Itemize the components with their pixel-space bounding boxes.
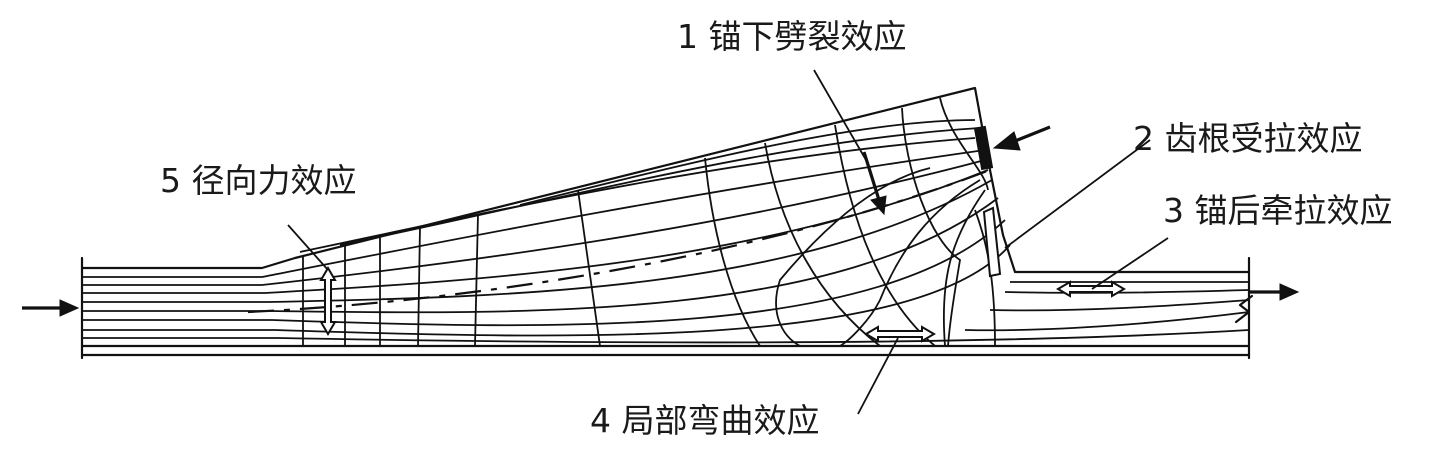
center-axis [247, 168, 991, 314]
longitudinal-trajectories [82, 119, 1250, 344]
rear-traction-arrow [1056, 237, 1169, 298]
transverse-trajectories [302, 97, 996, 347]
label-local-bending: 4 局部弯曲效应 [590, 401, 820, 440]
right-force-arrow [1249, 283, 1300, 301]
splitting-stress-arrow [813, 69, 887, 216]
label-anchor-splitting: 1 锚下劈裂效应 [677, 17, 907, 56]
tooth-root-tension-arrow [982, 139, 1151, 278]
block-outline [80, 86, 1254, 360]
local-bending-arrow [857, 325, 936, 415]
label-anchor-rear-traction: 3 锚后牵拉效应 [1163, 191, 1393, 230]
label-tooth-root-tension: 2 齿根受拉效应 [1133, 119, 1363, 158]
label-radial-force: 5 径向力效应 [160, 161, 357, 200]
left-force-arrow [22, 299, 80, 317]
prestress-force-arrow [992, 125, 1051, 151]
radial-force-arrow [287, 224, 337, 336]
anchor-plate [973, 125, 994, 171]
